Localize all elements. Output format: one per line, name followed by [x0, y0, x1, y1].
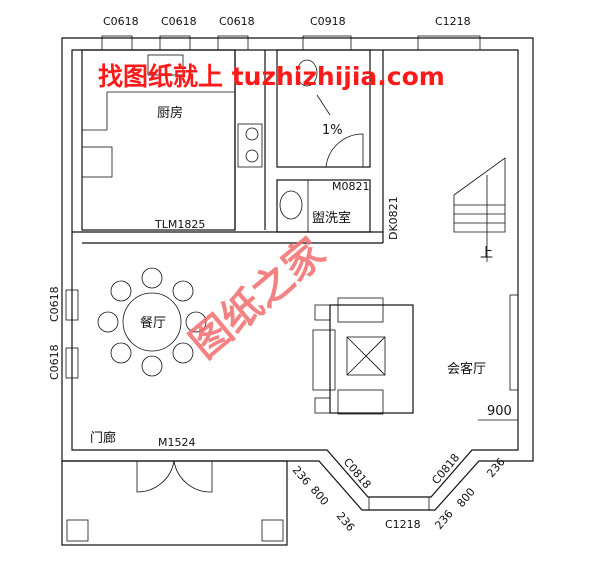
dimension-label: 800: [454, 485, 477, 509]
window-label: C0618: [48, 344, 61, 380]
watermark-logo: 图纸之家: [182, 230, 334, 368]
dimension-label: 236: [484, 455, 507, 479]
window-label: C0618: [103, 15, 139, 28]
dimension-label: 900: [487, 404, 512, 419]
slope-label: 1%: [322, 123, 343, 138]
door-label: M1524: [158, 436, 196, 449]
dining-table: [97, 267, 207, 377]
living-label: 会客厅: [447, 361, 486, 377]
window-label: C0618: [161, 15, 197, 28]
dimension-label: 236: [432, 507, 455, 531]
window-label: C0618: [48, 286, 61, 322]
staircase: [453, 157, 506, 262]
door-label: DK0821: [387, 196, 400, 240]
porch-label: 门廊: [90, 430, 116, 446]
door-label: TLM1825: [154, 218, 205, 231]
dimension-label: 236: [334, 510, 357, 534]
sofa-set: [312, 297, 414, 415]
window-label: C0818: [341, 456, 374, 492]
stove-icon: [237, 123, 263, 168]
window-label: C0918: [310, 15, 346, 28]
stair-up-label: 上: [480, 246, 493, 261]
window-label: C1218: [385, 518, 421, 531]
dimension-label: 800: [308, 484, 331, 508]
washbasin-icon: [279, 190, 303, 220]
toilet-icon: [296, 59, 318, 87]
dimension-label: 236: [290, 464, 313, 488]
walls: [61, 35, 534, 546]
washroom-label: 盥洗室: [312, 210, 351, 226]
window-label: C1218: [435, 15, 471, 28]
window-label: C0618: [219, 15, 255, 28]
kitchen-label: 厨房: [157, 105, 183, 121]
window-label: C0818: [429, 451, 462, 487]
dining-label: 餐厅: [140, 315, 166, 331]
watermark-text: 找图纸就上 tuzhizhijia.com: [98, 62, 445, 91]
door-label: M0821: [332, 180, 370, 193]
